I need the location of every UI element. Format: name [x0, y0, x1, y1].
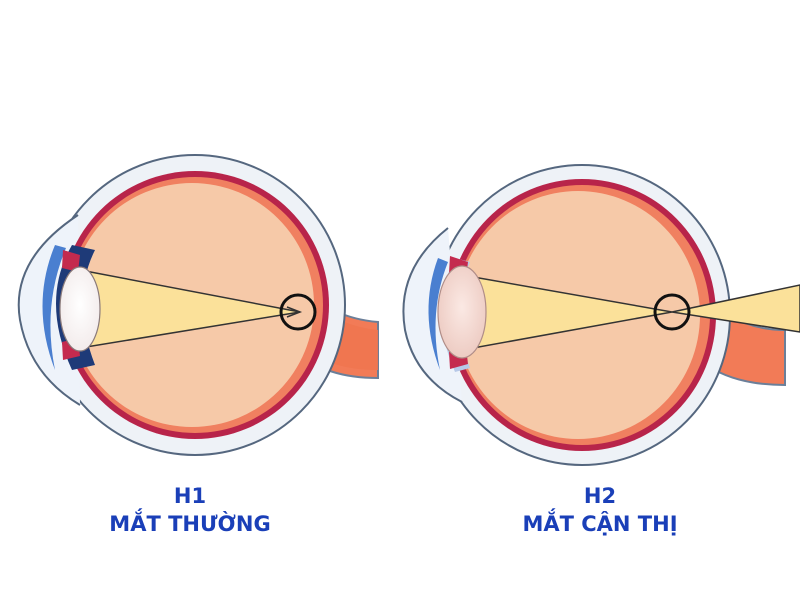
- figure-label-h1: H1: [173, 484, 207, 508]
- lens-normal: [59, 266, 101, 352]
- focus-circle-myopic: [653, 293, 691, 331]
- eye-myopic: [402, 164, 800, 466]
- figure-label-h2: H2: [583, 484, 617, 508]
- lens-myopic: [437, 265, 487, 359]
- figure-title-h1: MẮT THƯỜNG: [109, 512, 271, 536]
- focus-circle-normal: [279, 293, 317, 331]
- figure-title-h2: MẮT CẬN THỊ: [522, 512, 678, 536]
- eye-normal: [17, 154, 379, 456]
- figure-caption-h2: H2 MẮT CẬN THỊ: [450, 482, 750, 538]
- figure-caption-h1: H1 MẮT THƯỜNG: [40, 482, 340, 538]
- light-diverge-myopic: [671, 284, 800, 333]
